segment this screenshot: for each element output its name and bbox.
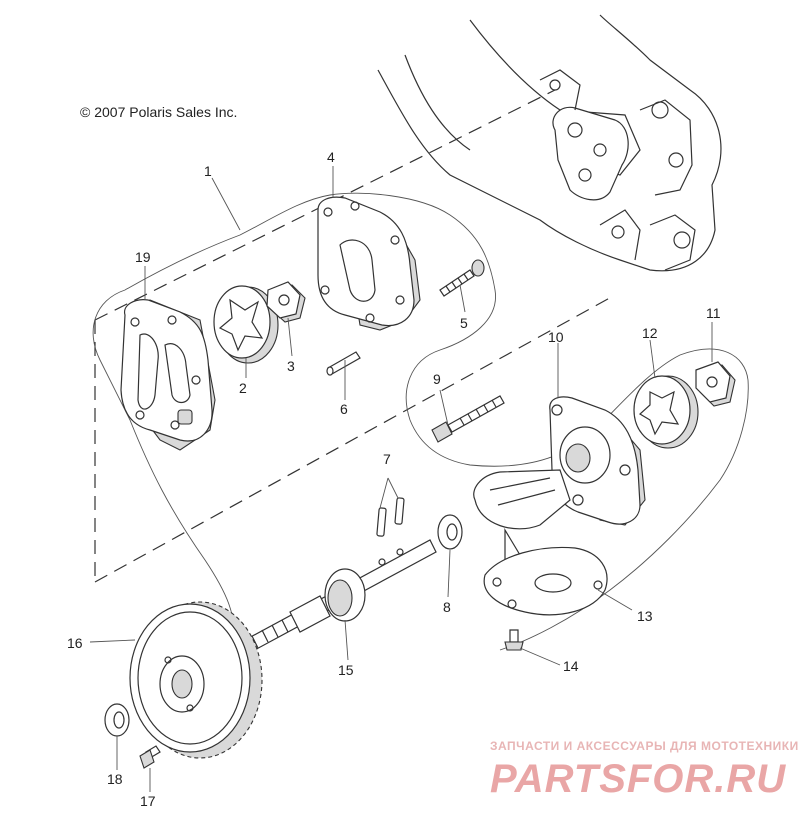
assembly-dashed-frame [94,89,616,583]
engine-case [377,14,722,272]
callout-16: 16 [67,635,83,651]
watermark-brand: PARTSFOR.RU [490,757,786,801]
part-4-pump-body [317,196,421,331]
part-9-long-bolt [431,395,505,443]
callout-3: 3 [287,358,295,374]
part-3-inner-rotor [266,281,306,323]
callout-10: 10 [548,329,564,345]
callout-12: 12 [642,325,658,341]
callout-19: 19 [135,249,151,265]
part-16-gear [129,601,263,759]
part-6-dowel-pin [326,351,361,376]
part-13-strainer [483,546,608,616]
callout-11: 11 [706,305,721,321]
callout-2: 2 [239,380,247,396]
callout-7: 7 [383,451,391,467]
callout-labels: 1 2 3 4 5 6 7 8 9 10 11 12 13 14 15 16 1… [67,149,721,809]
callout-4: 4 [327,149,335,165]
part-8-washer [437,514,463,550]
part-11-inner-rotor [695,361,736,407]
part-7-pins [376,497,405,537]
callout-1: 1 [204,163,212,179]
callout-8: 8 [443,599,451,615]
watermark-tagline: ЗАПЧАСТИ И АКСЕССУАРЫ ДЛЯ МОТОТЕХНИКИ [490,739,799,753]
part-2-outer-rotor [213,285,279,364]
part-5-bolt [439,259,485,297]
callout-5: 5 [460,315,468,331]
part-10-pump-housing [473,396,646,561]
callout-13: 13 [637,608,653,624]
leader-lines [89,166,713,792]
part-19-pump-cover [120,299,216,451]
callout-18: 18 [107,771,123,787]
part-18-washer [104,703,130,737]
part-14-screw [504,629,524,651]
assembly-outline [92,192,749,651]
callout-14: 14 [563,658,579,674]
watermark: ЗАПЧАСТИ И АКСЕССУАРЫ ДЛЯ МОТОТЕХНИКИ PA… [490,739,799,801]
part-12-outer-rotor [633,375,699,449]
copyright-notice: © 2007 Polaris Sales Inc. [80,104,238,120]
callout-6: 6 [340,401,348,417]
callout-15: 15 [338,662,354,678]
part-15-shaft [244,539,437,653]
callout-17: 17 [140,793,156,809]
part-17-bolt [139,745,161,769]
callout-9: 9 [433,371,441,387]
